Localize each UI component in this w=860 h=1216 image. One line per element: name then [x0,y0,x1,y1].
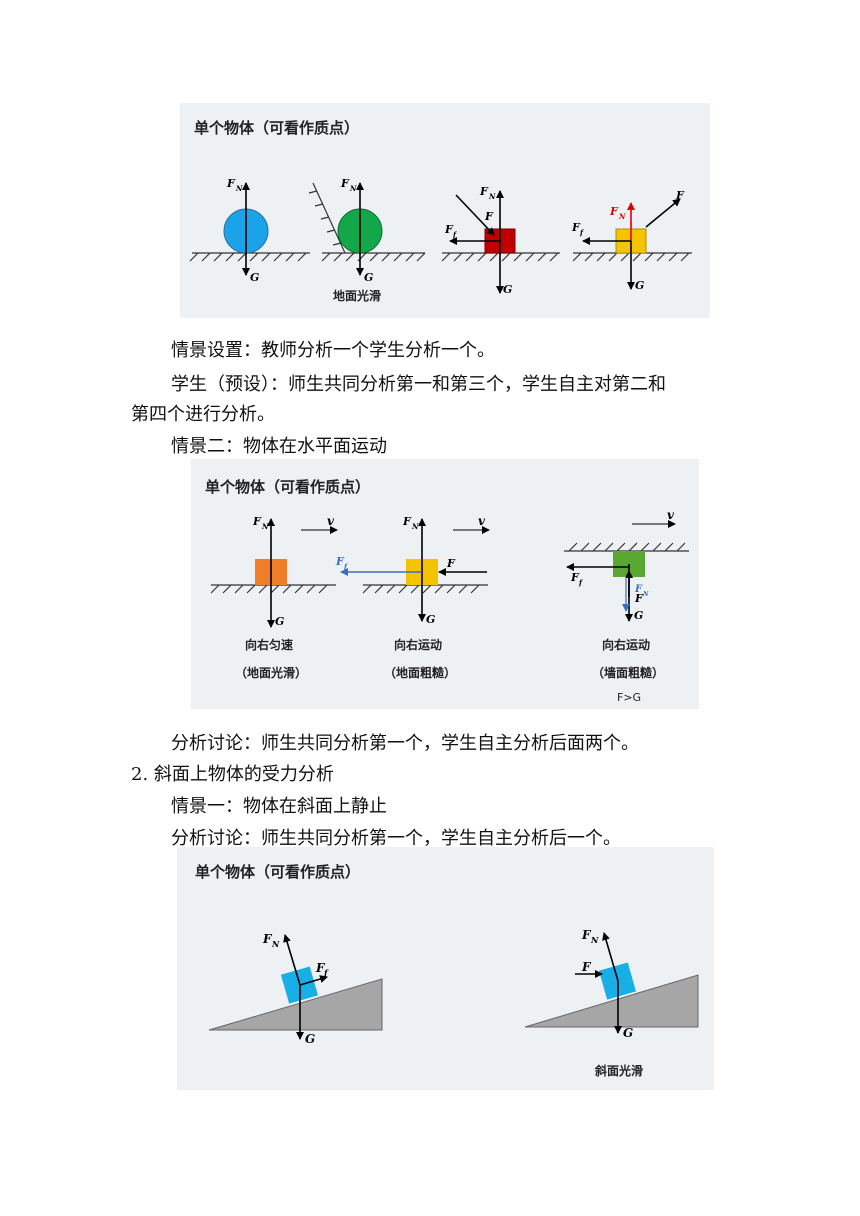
section-heading-incline: 2. 斜面上物体的受力分析 [131,764,334,785]
svg-text:（地面粗糙）: （地面粗糙） [384,665,456,680]
figure-title: 单个物体（可看作质点） [205,478,371,496]
force-diagram-1: F N G F N G 地面光滑 F N F F f G [189,177,692,303]
ground-a [210,584,336,594]
svg-text:G: G [305,1032,315,1046]
svg-text:F: F [402,515,412,528]
svg-text:F: F [571,221,581,234]
svg-text:f: f [343,562,349,571]
svg-text:f: f [323,968,329,978]
svg-text:f: f [578,578,584,587]
paragraph-discussion-2: 分析讨论：师生共同分析第一个，学生自主分析后一个。 [171,828,621,849]
svg-text:N: N [488,192,496,201]
svg-text:F: F [581,928,592,942]
svg-text:G: G [635,279,644,292]
svg-text:F: F [609,205,619,218]
svg-text:F>G: F>G [617,691,641,704]
svg-text:G: G [503,283,512,296]
svg-text:N: N [590,935,599,945]
svg-text:F: F [262,932,273,946]
svg-text:v: v [478,514,486,528]
svg-text:（地面光滑）: （地面光滑） [235,665,307,680]
ground-2 [308,182,426,262]
svg-text:F: F [479,185,489,198]
svg-text:G: G [623,1026,633,1040]
svg-text:向右匀速: 向右匀速 [245,637,293,652]
svg-text:F: F [634,584,643,595]
svg-text:F: F [335,555,345,568]
ground-b [362,584,488,594]
force-diagram-3: F N F f G F N F G 斜面光滑 [208,928,699,1078]
svg-text:F: F [446,557,456,570]
svg-text:F: F [581,960,592,974]
paragraph-scene-setting: 情景设置：教师分析一个学生分析一个。 [171,340,495,361]
force-diagram-2: F N v G 向右匀速 （地面光滑） F N v F F f G 向右运动 （… [210,508,689,704]
svg-text:N: N [642,591,649,598]
svg-text:f: f [579,228,585,237]
ground-3 [441,252,560,262]
figure-panel-2: 单个物体（可看作质点） F N v G 向右匀速 （地面光滑） [191,459,699,709]
svg-text:F: F [570,571,580,584]
figure-title: 单个物体（可看作质点） [194,119,360,137]
incline-2 [524,974,699,1028]
svg-text:G: G [364,271,373,284]
svg-text:N: N [349,184,357,193]
svg-text:F: F [315,961,326,975]
paragraph-discussion-1: 分析讨论：师生共同分析第一个，学生自主分析后面两个。 [171,733,639,754]
svg-text:G: G [426,613,435,626]
caption-smooth-ground: 地面光滑 [333,288,381,303]
svg-text:G: G [275,615,284,628]
figure-panel-1: 单个物体（可看作质点） F N G F [180,103,710,318]
svg-text:F: F [484,210,494,223]
ground-4 [572,252,692,262]
svg-text:N: N [411,522,419,531]
svg-text:N: N [271,939,280,949]
paragraph-scene-two: 情景二：物体在水平面运动 [171,436,387,457]
svg-text:N: N [261,522,269,531]
g-label: G [250,271,259,284]
svg-text:v: v [667,508,675,522]
paragraph-student-preset-2: 第四个进行分析。 [131,404,275,425]
incline-1 [208,978,383,1031]
svg-text:F: F [675,189,685,202]
svg-text:（墙面粗糙）: （墙面粗糙） [592,665,664,680]
caption-smooth-incline: 斜面光滑 [594,1063,643,1078]
ground-1 [189,252,310,262]
svg-text:F: F [634,592,644,605]
svg-text:G: G [634,609,643,622]
fn-label: F [226,177,236,190]
paragraph-scene-one: 情景一：物体在斜面上静止 [171,796,387,817]
svg-text:向右运动: 向右运动 [602,637,650,652]
ceiling [564,542,689,552]
svg-text:F: F [340,177,350,190]
svg-text:F: F [444,223,454,236]
figure-panel-3: 单个物体（可看作质点） F N F f G F N F G 斜面光滑 [177,847,714,1090]
svg-text:N: N [235,184,243,193]
svg-text:向右运动: 向右运动 [394,637,442,652]
paragraph-student-preset-1: 学生（预设）：师生共同分析第一和第三个，学生自主对第二和 [171,374,666,395]
svg-text:F: F [252,515,262,528]
svg-text:N: N [618,212,626,221]
svg-text:f: f [452,230,458,239]
figure-title: 单个物体（可看作质点） [195,863,361,881]
svg-text:v: v [327,514,335,528]
